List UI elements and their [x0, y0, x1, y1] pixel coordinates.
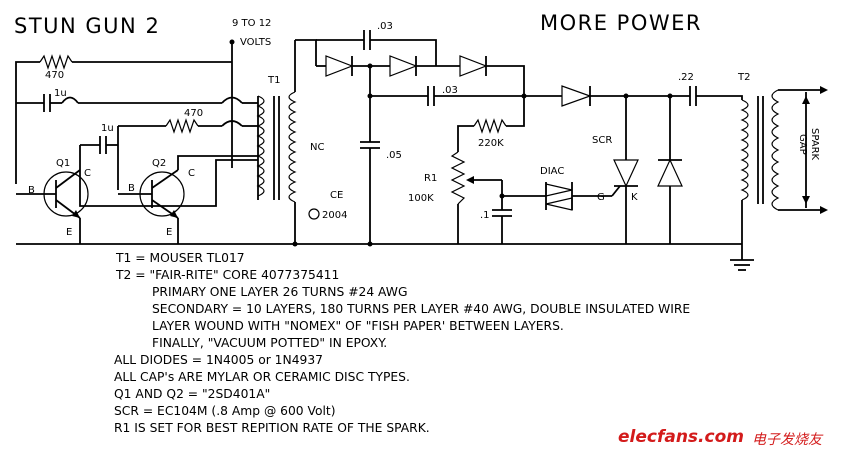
label-spark: SPARK: [809, 128, 820, 161]
potentiometer-r1: [450, 151, 466, 205]
diode-4: [561, 85, 592, 107]
label-e1: E: [66, 227, 72, 238]
title-left: STUN GUN 2: [14, 14, 160, 38]
supply-label-1: 9 TO 12: [232, 18, 271, 29]
note-line: SECONDARY = 10 LAYERS, 180 TURNS PER LAY…: [152, 302, 691, 316]
transformer-t2: [740, 89, 780, 211]
resistor-470-mid: [165, 118, 199, 134]
diode-3: [459, 55, 488, 77]
label-scr: SCR: [592, 135, 612, 146]
label-b2: B: [128, 183, 135, 194]
label-c-03-mid: .03: [442, 85, 458, 96]
note-line: FINALLY, "VACUUM POTTED" IN EPOXY.: [152, 336, 388, 350]
label-diac: DIAC: [540, 166, 564, 177]
label-t1: T1: [267, 75, 280, 86]
label-c2: C: [188, 168, 195, 179]
label-e2: E: [166, 227, 172, 238]
note-line: Q1 AND Q2 = "2SD401A": [114, 387, 271, 401]
label-r-470-mid: 470: [184, 108, 203, 119]
note-line: SCR = EC104M (.8 Amp @ 600 Volt): [114, 404, 336, 418]
diode-1: [325, 55, 354, 77]
label-k: K: [631, 192, 638, 203]
label-c-01: .1: [480, 210, 490, 221]
label-gap: GAP: [797, 134, 808, 155]
note-line: T2 = "FAIR-RITE" CORE 4077375411: [116, 268, 340, 282]
label-r-470-top: 470: [45, 70, 64, 81]
label-t2: T2: [737, 72, 750, 83]
notes-list: T1 = MOUSER TL017 T2 = "FAIR-RITE" CORE 4…: [114, 250, 691, 437]
label-c-1u-b: 1u: [101, 123, 114, 134]
diode-2: [389, 55, 418, 77]
transformer-t1: [256, 91, 297, 203]
label-r-220k: 220K: [478, 138, 504, 149]
diac: [545, 182, 573, 211]
note-line: PRIMARY ONE LAYER 26 TURNS #24 AWG: [152, 285, 408, 299]
label-copyright: 2004: [322, 210, 347, 221]
watermark-site: elecfans.com: [618, 427, 744, 447]
label-c-03-top: .03: [377, 21, 393, 32]
label-nc: NC: [310, 142, 324, 153]
copyright-icon: [308, 208, 320, 220]
label-g: G: [597, 192, 605, 203]
note-line: LAYER WOUND WITH "NOMEX" OF "FISH PAPER'…: [152, 319, 564, 333]
note-line: R1 IS SET FOR BEST REPITION RATE OF THE …: [114, 421, 430, 435]
label-r1: R1: [424, 173, 437, 184]
note-line: T1 = MOUSER TL017: [116, 251, 245, 265]
note-line: ALL DIODES = 1N4005 or 1N4937: [114, 353, 323, 367]
label-c-05: .05: [386, 150, 402, 161]
wires: [15, 30, 828, 271]
label-c-22: .22: [678, 72, 694, 83]
resistor-220k: [473, 118, 507, 134]
note-line: ALL CAP's ARE MYLAR OR CERAMIC DISC TYPE…: [114, 370, 410, 384]
component-labels: 470 1u 1u 470 Q1 Q2 B C E B C E T1 NC CE…: [28, 21, 820, 238]
label-ce-mark: CE: [330, 190, 343, 201]
label-r1-value: 100K: [408, 193, 434, 204]
watermark-cn: 电子发烧友: [752, 432, 822, 448]
label-b1: B: [28, 185, 35, 196]
label-c1: C: [84, 168, 91, 179]
supply-label-2: VOLTS: [240, 37, 271, 48]
title-right: MORE POWER: [540, 11, 702, 35]
label-c-1u-a: 1u: [54, 88, 67, 99]
diode-5: [657, 158, 683, 187]
label-q2: Q2: [152, 158, 166, 169]
label-q1: Q1: [56, 158, 70, 169]
scr: [613, 159, 639, 188]
resistor-470-top: [39, 54, 73, 70]
